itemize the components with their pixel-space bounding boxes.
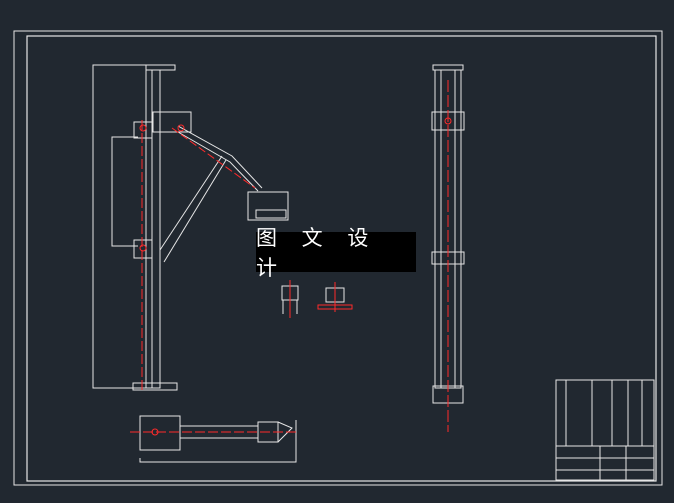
overall-dimension-line — [92, 64, 146, 389]
column-base — [132, 382, 178, 391]
stroke-dimension-line — [111, 136, 138, 247]
plan-view-dimension — [139, 420, 297, 463]
arm-link-upper — [177, 125, 263, 189]
carriage-lower — [133, 239, 153, 259]
gripper-head — [247, 191, 289, 221]
drawing-border — [13, 30, 663, 486]
pivot-mark-upper — [139, 124, 147, 132]
plan-view-mark — [151, 428, 159, 436]
pivot-mark-arm — [177, 124, 185, 132]
column-top-cap — [145, 64, 176, 71]
arm-bracket — [152, 111, 192, 133]
support-strut-b — [163, 159, 227, 263]
side-view-top-cap — [432, 64, 464, 71]
detail-view-a — [281, 280, 299, 318]
watermark-label: 图 文 设 计 — [256, 226, 416, 280]
plan-view-body — [139, 415, 181, 451]
plan-view-arm — [139, 415, 297, 463]
title-block-frame — [555, 379, 655, 481]
outer-frame — [13, 30, 663, 486]
carriage-upper — [133, 121, 153, 139]
plan-view-centerlines — [130, 428, 298, 436]
side-view-mark — [444, 117, 452, 125]
gripper-jaw — [255, 209, 287, 219]
support-strut-a — [159, 155, 223, 251]
detail-view-b — [317, 282, 353, 312]
arm-link-lower — [177, 131, 259, 192]
side-view-centerline — [444, 80, 452, 432]
title-block — [555, 379, 655, 481]
column-mast — [145, 69, 161, 389]
front-view-column-assembly — [92, 64, 289, 391]
pivot-mark-lower — [139, 244, 147, 252]
arm-centerline — [171, 127, 256, 189]
inner-frame — [26, 35, 657, 482]
front-view-centerlines — [139, 120, 256, 392]
plan-view-gripper — [277, 421, 293, 443]
